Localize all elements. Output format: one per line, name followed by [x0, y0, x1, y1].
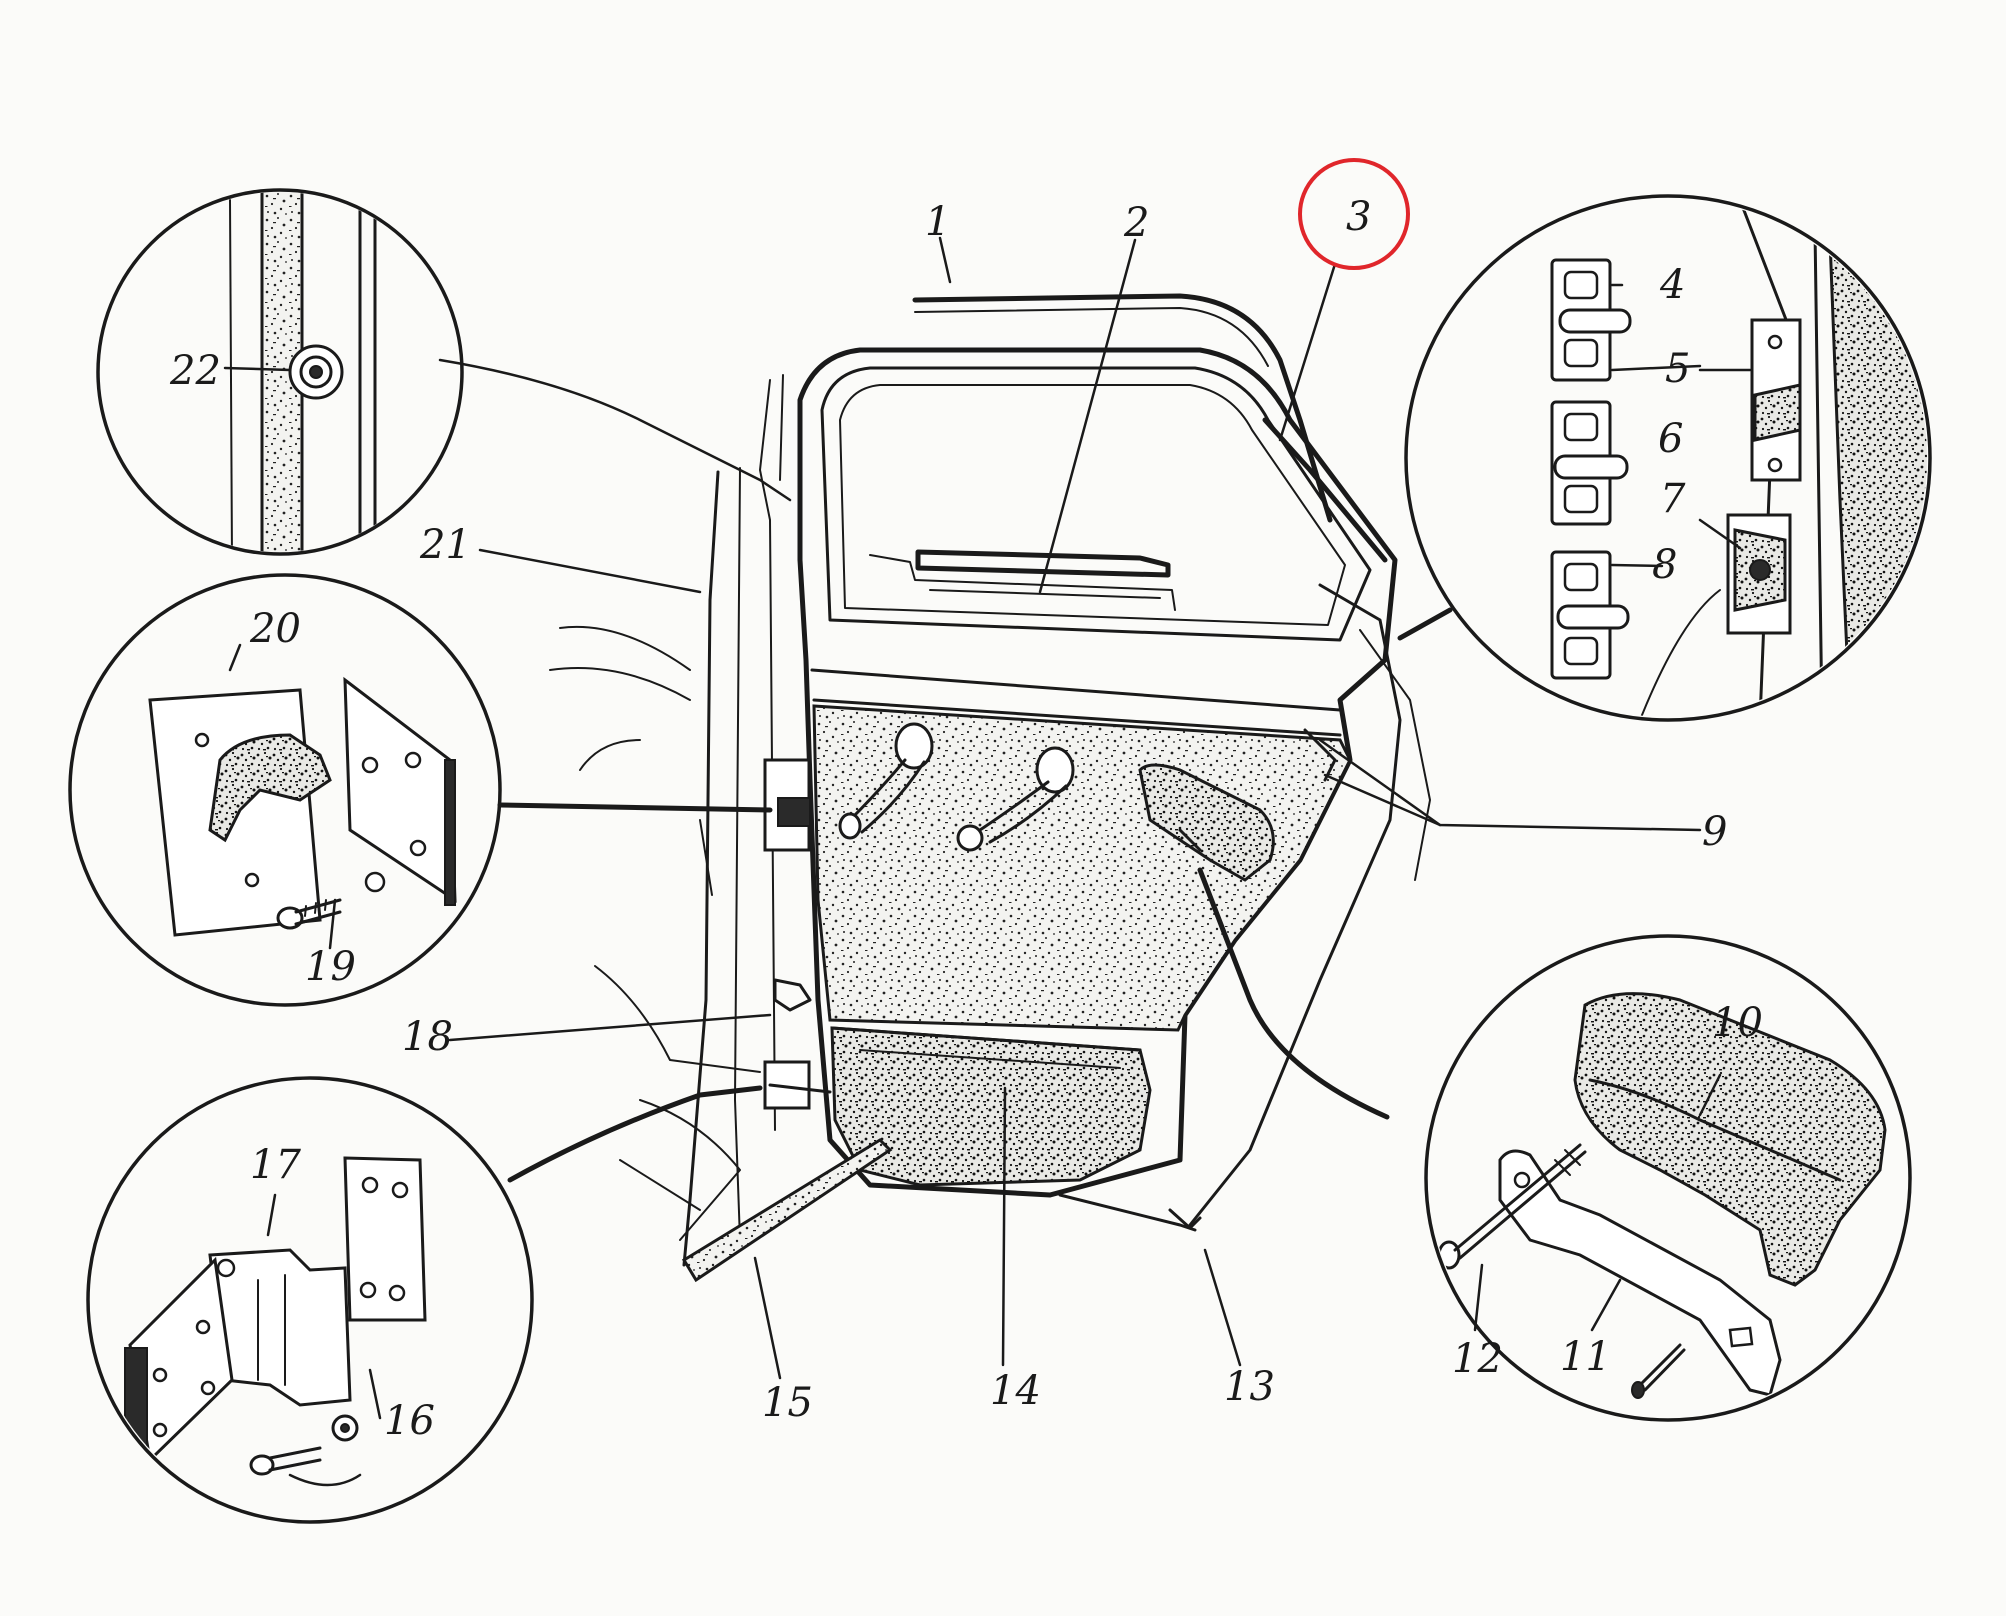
lower-hinge	[763, 1060, 832, 1110]
inside-door-handle	[956, 746, 1075, 852]
lower-seal-bracket	[1168, 1208, 1202, 1230]
detail-connectors	[438, 358, 1453, 1183]
upper-hinge	[763, 758, 811, 852]
highlight-ring-callout-3	[1298, 158, 1410, 270]
callout-11: 11	[1560, 1334, 1611, 1380]
detail-22-circle	[96, 188, 464, 556]
callout-leaders	[223, 236, 1752, 1487]
callout-15: 15	[762, 1380, 813, 1426]
callout-18: 18	[402, 1014, 453, 1060]
hinge-screw-16	[249, 1414, 359, 1476]
detail-hinge-20-circle	[68, 573, 502, 1007]
lock-plate-5	[1750, 318, 1802, 482]
roof-weatherstrip	[912, 293, 1333, 523]
hinge-bolt-19	[276, 898, 342, 930]
door-trim-panel	[812, 704, 1352, 1032]
callout-8: 8	[1652, 542, 1677, 588]
glass-run-channel	[1262, 417, 1388, 563]
door-shell	[797, 347, 1398, 1198]
door-map-pocket	[830, 1026, 1152, 1187]
window-frame	[820, 366, 1372, 642]
window-crank-handle	[838, 722, 934, 840]
callout-7: 7	[1660, 476, 1686, 522]
callout-3: 3	[1346, 194, 1371, 240]
callout-12: 12	[1452, 1336, 1503, 1382]
callout-20: 20	[249, 606, 301, 652]
window-glass	[839, 384, 1346, 626]
callout-19: 19	[305, 944, 356, 990]
body-opening-edge	[1188, 583, 1402, 1227]
callout-labels: 1 2 3 4 5 6 7 8 9 10 11 12 13 14 15 16 1…	[169, 194, 1763, 1444]
armrest-10	[1573, 992, 1887, 1287]
hinge-leaf-body	[208, 1248, 352, 1407]
hinge-leaf-upright	[343, 1156, 427, 1322]
door-sill-plate	[681, 1138, 893, 1283]
door-stop-bracket	[773, 978, 812, 1012]
detail-hinge-17-circle	[86, 1076, 534, 1524]
armrest-bracket-11	[1498, 1149, 1782, 1397]
callout-17: 17	[250, 1142, 301, 1188]
callout-16: 16	[384, 1398, 435, 1444]
callout-10: 10	[1712, 1000, 1763, 1046]
callout-21: 21	[419, 522, 471, 568]
callout-13: 13	[1224, 1364, 1275, 1410]
callout-14: 14	[990, 1368, 1041, 1414]
door-main-view	[549, 293, 1431, 1283]
callout-5: 5	[1665, 346, 1690, 392]
callout-2: 2	[1123, 200, 1149, 246]
door-armrest	[1138, 763, 1275, 882]
detail-armrest-circle	[1424, 934, 1912, 1422]
callout-22: 22	[169, 348, 221, 394]
callout-9: 9	[1702, 809, 1727, 855]
callout-1: 1	[925, 199, 950, 245]
latch-7	[1726, 513, 1792, 635]
callout-6: 6	[1658, 416, 1683, 462]
body-pillar-outline	[682, 470, 720, 1267]
armrest-wood-screw	[1631, 1343, 1686, 1399]
striker-plate-4	[1550, 258, 1632, 382]
window-belt-moulding	[915, 549, 1171, 578]
striker-plate-8	[1550, 550, 1630, 680]
striker-plate-6	[1550, 400, 1629, 526]
callout-4: 4	[1659, 262, 1685, 308]
